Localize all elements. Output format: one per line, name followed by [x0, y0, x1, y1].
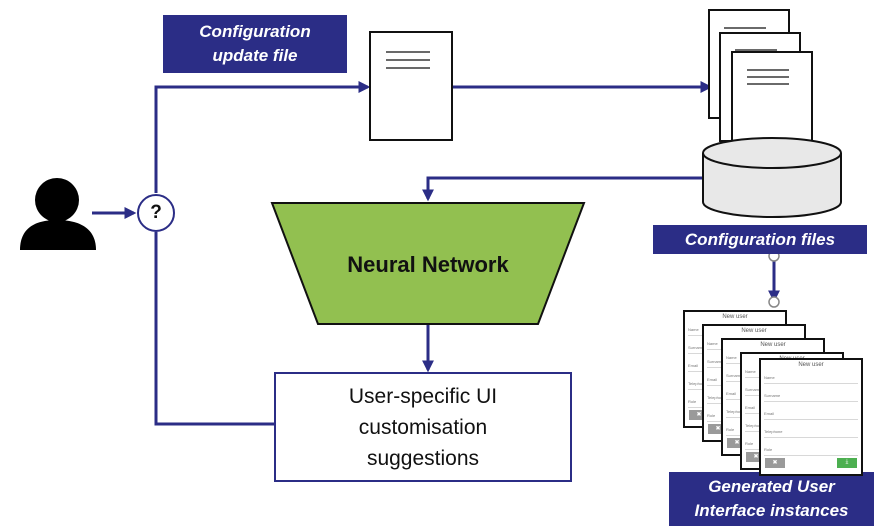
- ui-instance-field-label: Email: [745, 405, 756, 410]
- ui-instance-title: New user: [741, 328, 767, 334]
- ui-instance-field-label: Telephone: [707, 395, 726, 400]
- ui-instance-field-label: Email: [726, 391, 737, 396]
- ui-instance-cancel-button: ✖: [765, 458, 785, 468]
- suggestions-line1: User-specific UI: [348, 384, 498, 408]
- ui-instance-field-label: Surname: [745, 387, 762, 392]
- ui-instance-field-label: Name: [745, 369, 756, 374]
- config-update-file-label: Configuration update file: [163, 15, 347, 73]
- ui-instance-field-label: Email: [764, 411, 775, 416]
- ui-instance-field-label: Role: [707, 413, 716, 418]
- ui-instance-cancel-button: ✖: [746, 452, 766, 462]
- ui-instance-title: New user: [798, 362, 824, 368]
- ui-instance-field-label: Name: [707, 341, 718, 346]
- ui-instance-field-label: Name: [726, 355, 737, 360]
- download-icon: ⤓: [845, 459, 849, 465]
- ui-instance-field-line: [764, 419, 858, 420]
- generated-ui-line1: Generated User: [708, 477, 835, 496]
- close-icon: ✖: [734, 440, 740, 446]
- ui-instance-field-line: [764, 401, 858, 402]
- generated-ui-line2: Interface instances: [694, 501, 849, 520]
- decision-node: ?: [137, 194, 175, 232]
- ui-instance-field-label: Email: [688, 363, 699, 368]
- ui-instance-field-label: Surname: [726, 373, 743, 378]
- ui-instance-field-label: Surname: [764, 393, 781, 398]
- ui-instance-field-label: Telephone: [688, 381, 707, 386]
- ui-instance-cancel-button: ✖: [689, 410, 709, 420]
- line-decision-to-suggestions: [154, 232, 274, 426]
- suggestions-box: User-specific UI customisation suggestio…: [274, 372, 572, 482]
- ui-instance-field-label: Role: [688, 399, 697, 404]
- ui-instance-field-label: Surname: [707, 359, 724, 364]
- decision-label: ?: [150, 202, 162, 223]
- close-icon: ✖: [753, 454, 759, 460]
- config-update-file-line1: Configuration: [199, 22, 311, 41]
- ui-instance-save-button: ⤓: [837, 458, 857, 468]
- ui-instance-field-line: [764, 455, 858, 456]
- ui-instance-field-label: Name: [764, 375, 775, 380]
- neural-network-shape: [270, 202, 586, 325]
- close-icon: ✖: [715, 426, 721, 432]
- ui-instance-field-label: Email: [707, 377, 718, 382]
- database-icon: [702, 137, 842, 218]
- ui-instance-field-label: Role: [745, 441, 754, 446]
- suggestions-line2: customisation: [358, 415, 488, 439]
- ui-instance-field-line: [764, 383, 858, 384]
- ui-instance-field-label: Surname: [688, 345, 705, 350]
- user-icon: [20, 178, 96, 250]
- arrow-decision-to-update-file: [154, 81, 371, 193]
- connector-node-bottom: [768, 296, 780, 308]
- ui-instance-field-label: Telephone: [764, 429, 783, 434]
- update-file-document-icon: [369, 31, 453, 141]
- config-files-text: Configuration files: [684, 229, 836, 249]
- config-files-label: Configuration files: [653, 225, 867, 254]
- ui-instance-field-label: Role: [726, 427, 735, 432]
- neural-network-label: Neural Network: [318, 252, 538, 278]
- config-update-file-line2: update file: [212, 46, 298, 65]
- suggestions-line3: suggestions: [366, 446, 480, 470]
- close-icon: ✖: [772, 460, 778, 466]
- close-icon: ✖: [696, 412, 702, 418]
- arrow-store-to-neural-network: [422, 176, 703, 202]
- ui-instance-cancel-button: ✖: [727, 438, 747, 448]
- ui-instance-title: New user: [722, 314, 748, 320]
- ui-instance-field-label: Telephone: [726, 409, 745, 414]
- ui-instance-cancel-button: ✖: [708, 424, 728, 434]
- neural-network-text: Neural Network: [347, 252, 509, 277]
- ui-instance-field-line: [764, 437, 858, 438]
- ui-instance-field-label: Name: [688, 327, 699, 332]
- generated-ui-label: Generated User Interface instances: [669, 472, 874, 526]
- ui-instance-title: New user: [760, 342, 786, 348]
- ui-instance-field-label: Telephone: [745, 423, 764, 428]
- ui-instance-field-label: Role: [764, 447, 773, 452]
